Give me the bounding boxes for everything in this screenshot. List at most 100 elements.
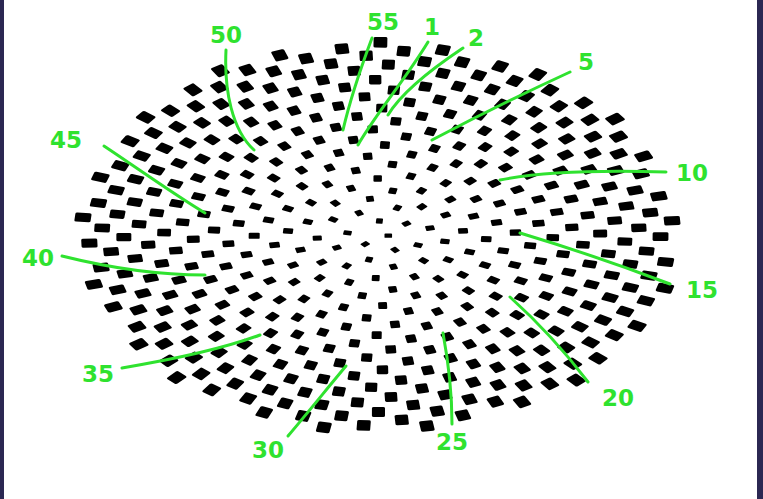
callout-number: 55: [367, 11, 399, 34]
seed: [249, 369, 267, 381]
seed: [372, 407, 385, 417]
seed: [361, 353, 373, 362]
seed: [131, 220, 146, 229]
seed: [358, 92, 370, 101]
seed: [277, 141, 293, 152]
seed: [283, 373, 300, 385]
seed: [655, 282, 674, 294]
seed: [313, 235, 322, 240]
seed: [454, 409, 472, 422]
seed: [241, 186, 256, 195]
seed: [601, 249, 617, 258]
seed: [456, 270, 470, 279]
seed: [331, 244, 342, 251]
seed: [154, 259, 170, 268]
seed: [183, 83, 204, 97]
seed: [416, 203, 428, 211]
callout-number: 45: [50, 129, 82, 152]
seed: [531, 138, 549, 150]
seed: [168, 120, 188, 133]
seed: [298, 52, 315, 64]
seed: [415, 187, 427, 195]
seed: [631, 168, 650, 180]
seed: [184, 262, 199, 271]
seed: [283, 228, 294, 234]
seed: [573, 179, 590, 189]
seed: [423, 345, 437, 355]
seed: [493, 199, 507, 208]
seed: [373, 37, 387, 48]
seed: [303, 360, 318, 371]
callout-number: 40: [22, 247, 54, 270]
seed: [242, 116, 260, 128]
seed: [580, 211, 595, 220]
seed: [372, 275, 380, 281]
leader-line: [343, 38, 372, 130]
seed: [460, 302, 475, 312]
seed: [262, 258, 275, 266]
seed: [249, 233, 260, 239]
seed: [241, 354, 259, 366]
seed: [461, 393, 478, 405]
seed: [388, 286, 398, 293]
seed: [167, 179, 184, 190]
seed: [425, 225, 435, 231]
callout-number: 10: [676, 162, 708, 185]
seed: [549, 100, 569, 113]
seed: [363, 152, 373, 160]
seed: [615, 305, 635, 317]
seed: [295, 246, 306, 253]
seed: [343, 230, 352, 235]
leader-line: [443, 333, 452, 424]
seed: [126, 174, 145, 185]
seed: [543, 180, 559, 190]
seed: [134, 288, 152, 299]
seed: [556, 250, 570, 258]
seed: [351, 112, 363, 121]
seed: [356, 420, 370, 431]
seed: [145, 187, 162, 197]
seed: [350, 397, 364, 407]
leader-line: [288, 366, 346, 436]
seed: [380, 141, 390, 149]
seed: [424, 127, 438, 137]
seed: [638, 246, 655, 255]
leader-line: [500, 171, 666, 180]
seed: [583, 279, 600, 289]
seed: [218, 151, 235, 162]
seed: [236, 80, 255, 93]
seed: [481, 236, 492, 242]
seed: [332, 101, 346, 111]
callout-number: 35: [82, 363, 114, 386]
seed: [74, 212, 92, 222]
seed: [239, 170, 255, 180]
seed: [348, 339, 360, 348]
seed: [549, 208, 564, 217]
seed: [458, 228, 469, 234]
seed: [366, 196, 375, 202]
seed: [465, 376, 482, 388]
seed: [276, 397, 294, 410]
seed: [486, 395, 505, 408]
seed: [103, 247, 119, 256]
seed: [409, 273, 421, 281]
seed: [214, 170, 231, 180]
seed: [524, 242, 537, 249]
seed: [103, 301, 123, 313]
seed: [382, 59, 396, 69]
seed: [191, 192, 207, 202]
seed: [226, 377, 245, 390]
seed: [556, 306, 574, 317]
seed: [418, 81, 433, 92]
seed: [470, 69, 488, 82]
seed: [268, 157, 283, 167]
seed: [357, 292, 367, 299]
seed: [538, 291, 555, 301]
seed: [313, 274, 326, 282]
seed: [143, 126, 163, 139]
seed: [396, 46, 411, 57]
seed: [295, 182, 309, 191]
seed: [510, 185, 525, 194]
seed: [294, 165, 308, 175]
